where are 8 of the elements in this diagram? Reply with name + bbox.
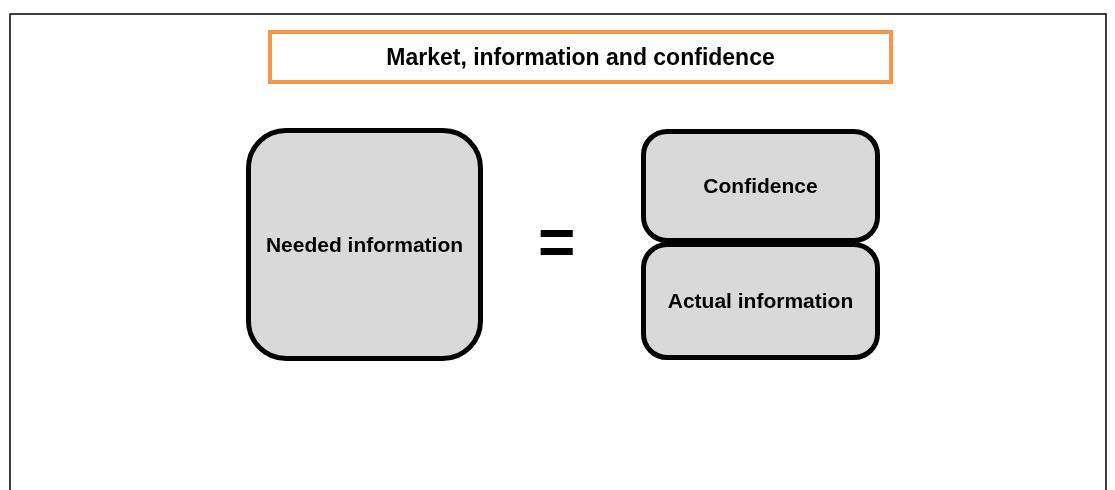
rounded-box	[246, 128, 483, 361]
box-label: Actual information	[667, 288, 854, 314]
rounded-box	[641, 129, 880, 243]
box-label: Confidence	[703, 173, 818, 199]
equals-sign: =	[538, 210, 576, 274]
title: Market, information and confidence	[268, 30, 893, 84]
box-label: Needed information	[265, 231, 464, 258]
rounded-box	[641, 242, 880, 360]
